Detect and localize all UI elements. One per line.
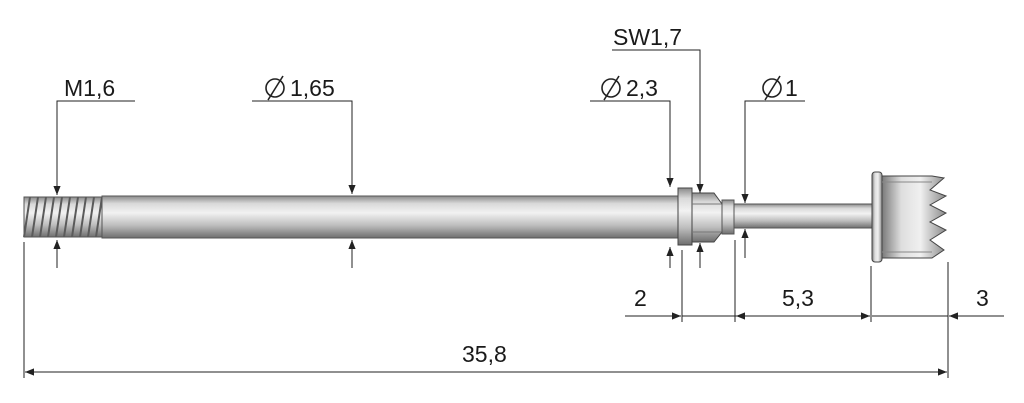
tip-diameter-callout: 1 <box>741 75 805 258</box>
wrench-size-label: SW1,7 <box>613 24 682 50</box>
crown-head <box>871 171 948 263</box>
collar <box>677 187 693 246</box>
length-dimensions: 2 5,3 3 35,8 <box>23 240 1004 378</box>
dim-crown-length-label: 3 <box>976 285 989 311</box>
thread-section <box>23 196 103 238</box>
dim-total-length-label: 35,8 <box>462 341 507 367</box>
thin-pin <box>733 203 873 229</box>
wrench-size-callout: SW1,7 <box>612 24 704 268</box>
thread-callout: M1,6 <box>53 75 135 268</box>
diameter-symbol-icon <box>762 75 782 101</box>
shaft-diameter-label: 1,65 <box>290 75 335 101</box>
hex-section <box>691 192 723 243</box>
diameter-symbol-icon <box>265 75 285 101</box>
pin-part <box>23 171 948 263</box>
tip-diameter-label: 1 <box>785 75 798 101</box>
diameter-symbol-icon <box>601 75 621 101</box>
neck <box>721 199 735 235</box>
dim-collar-to-hex-label: 2 <box>634 285 647 311</box>
collar-diameter-label: 2,3 <box>626 75 658 101</box>
main-shaft <box>101 195 679 239</box>
dim-pin-length-label: 5,3 <box>782 285 814 311</box>
thread-label: M1,6 <box>64 75 115 101</box>
shaft-diameter-callout: 1,65 <box>252 75 356 268</box>
collar-diameter-callout: 2,3 <box>590 75 674 268</box>
